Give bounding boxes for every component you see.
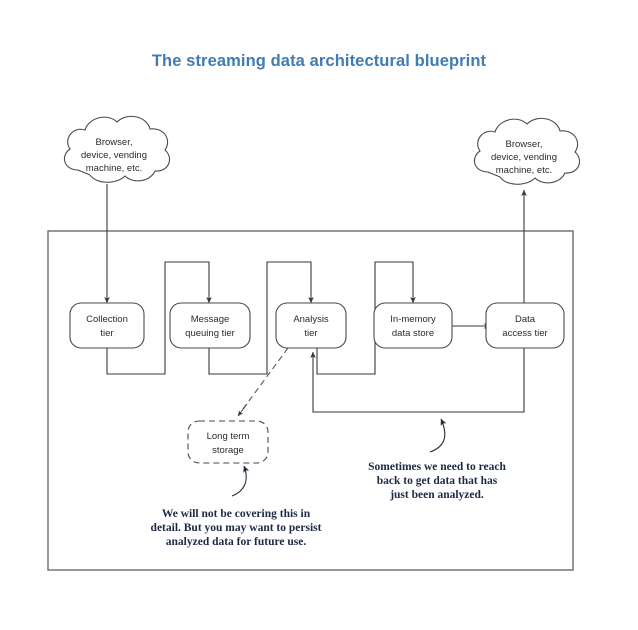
data-access-tier-line1: Data bbox=[515, 314, 536, 325]
edge-long-term-storage-arrowhead bbox=[237, 403, 248, 417]
node-analysis-tier[interactable]: Analysis tier bbox=[275, 302, 347, 349]
edge-collection-to-message-queuing bbox=[106, 261, 212, 375]
edge-message-queuing-to-analysis bbox=[208, 261, 314, 375]
message-queuing-tier-box[interactable] bbox=[169, 302, 251, 349]
message-queuing-tier-line1: Message bbox=[191, 314, 230, 325]
page-title: The streaming data architectural bluepri… bbox=[151, 52, 487, 70]
persist-note-line2: detail. But you may want to persist bbox=[151, 522, 322, 534]
collection-tier-line2: tier bbox=[100, 328, 113, 339]
persist-note-pointer bbox=[231, 465, 250, 497]
analysis-tier-line2: tier bbox=[304, 328, 317, 339]
system-boundary-rect bbox=[47, 230, 574, 571]
long-term-storage-line2: storage bbox=[212, 445, 244, 456]
right-cloud-line3: machine, etc. bbox=[496, 165, 553, 176]
left-cloud-line2: device, vending bbox=[81, 150, 147, 161]
data-access-tier-box[interactable] bbox=[485, 302, 565, 349]
node-in-memory-data-store[interactable]: In-memory data store bbox=[373, 302, 453, 349]
right-cloud-line1: Browser, bbox=[506, 139, 543, 150]
analysis-tier-box[interactable] bbox=[275, 302, 347, 349]
edge-analysis-to-long-term-storage bbox=[239, 347, 289, 414]
reach-back-note-line1: Sometimes we need to reach bbox=[368, 461, 506, 473]
persist-note-line3: analyzed data for future use. bbox=[166, 536, 307, 548]
reach-back-note-pointer bbox=[429, 418, 447, 453]
right-cloud-line2: device, vending bbox=[491, 152, 557, 163]
collection-tier-line1: Collection bbox=[86, 314, 128, 325]
in-memory-data-store-line2: data store bbox=[392, 328, 434, 339]
edge-data-access-feedback-to-analysis bbox=[310, 348, 525, 413]
node-data-access-tier[interactable]: Data access tier bbox=[485, 302, 565, 349]
left-cloud-shape bbox=[63, 115, 171, 183]
persist-note-line1: We will not be covering this in bbox=[162, 508, 311, 520]
in-memory-data-store-box[interactable] bbox=[373, 302, 453, 349]
right-cloud: Browser, device, vending machine, etc. bbox=[473, 117, 581, 185]
data-access-tier-line2: access tier bbox=[502, 328, 547, 339]
analysis-tier-line1: Analysis bbox=[293, 314, 329, 325]
reach-back-note-line3: just been analyzed. bbox=[389, 489, 484, 501]
in-memory-data-store-line1: In-memory bbox=[390, 314, 436, 325]
left-cloud: Browser, device, vending machine, etc. bbox=[63, 115, 171, 183]
long-term-storage-line1: Long term bbox=[207, 431, 250, 442]
callout-reach-back-note: Sometimes we need to reach back to get d… bbox=[368, 461, 506, 501]
left-cloud-line3: machine, etc. bbox=[86, 163, 143, 174]
collection-tier-box[interactable] bbox=[69, 302, 145, 349]
node-message-queuing-tier[interactable]: Message queuing tier bbox=[169, 302, 251, 349]
message-queuing-tier-line2: queuing tier bbox=[185, 328, 235, 339]
node-collection-tier[interactable]: Collection tier bbox=[69, 302, 145, 349]
right-cloud-shape bbox=[473, 117, 581, 185]
long-term-storage-box[interactable] bbox=[187, 420, 269, 464]
left-cloud-line1: Browser, bbox=[96, 137, 133, 148]
reach-back-note-line2: back to get data that has bbox=[377, 475, 498, 487]
callout-persist-note: We will not be covering this in detail. … bbox=[151, 508, 322, 548]
node-long-term-storage[interactable]: Long term storage bbox=[187, 420, 269, 464]
